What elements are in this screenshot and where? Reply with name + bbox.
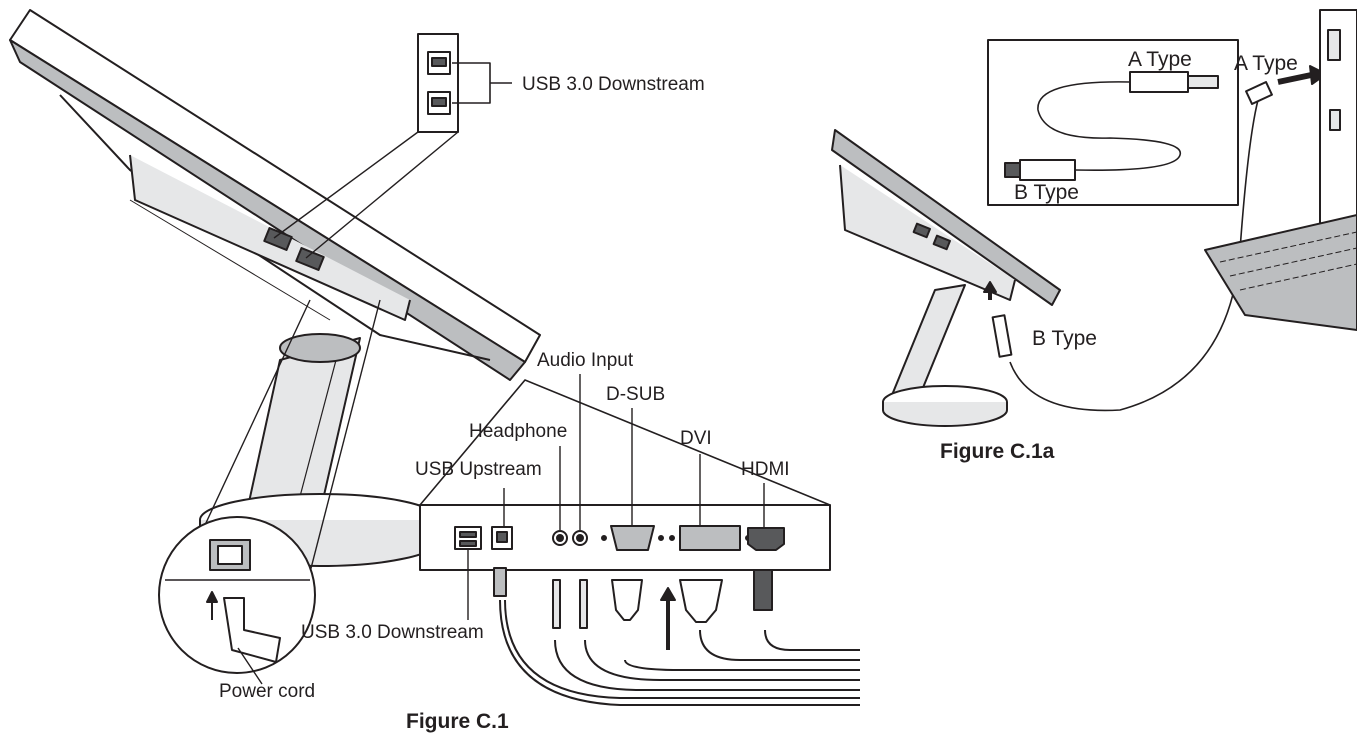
cable-detail-box: [987, 39, 1239, 206]
cable-plugs: [493, 567, 773, 650]
monitor-b-type-label: B Type: [1032, 327, 1097, 350]
inset-monitor: [831, 129, 1061, 427]
dvi-label: DVI: [680, 428, 712, 449]
figure-c1a: A Type B Type A Type B Type Figure C.1a: [831, 9, 1357, 463]
io-panel: [419, 379, 831, 571]
pc-a-type-label: A Type: [1234, 52, 1298, 75]
inset-cable: [991, 65, 1327, 412]
power-cord-label: Power cord: [219, 681, 315, 702]
headphone-label: Headphone: [469, 421, 567, 442]
dsub-label: D-SUB: [606, 384, 665, 405]
usb-zoom-box: [273, 33, 512, 259]
monitor-panel: [9, 9, 541, 381]
figure-c1-caption: Figure C.1: [406, 710, 509, 733]
usb-downstream-top-label: USB 3.0 Downstream: [522, 74, 705, 95]
figure-c1a-caption: Figure C.1a: [940, 440, 1055, 463]
cable-b-type-label: B Type: [1014, 181, 1079, 204]
power-zoom-circle: [158, 299, 381, 685]
usb-downstream-bottom-label: USB 3.0 Downstream: [301, 622, 484, 643]
port-callout-lines: [467, 374, 765, 620]
cables: [499, 599, 860, 706]
cable-a-type-label: A Type: [1128, 48, 1192, 71]
usb-upstream-label: USB Upstream: [415, 459, 542, 480]
hdmi-label: HDMI: [741, 459, 790, 480]
figure-c1: USB 3.0 Downstream Audio Input D-SUB Hea…: [9, 9, 860, 733]
inset-keyboard: [1204, 214, 1357, 331]
audio-input-label: Audio Input: [537, 350, 634, 371]
